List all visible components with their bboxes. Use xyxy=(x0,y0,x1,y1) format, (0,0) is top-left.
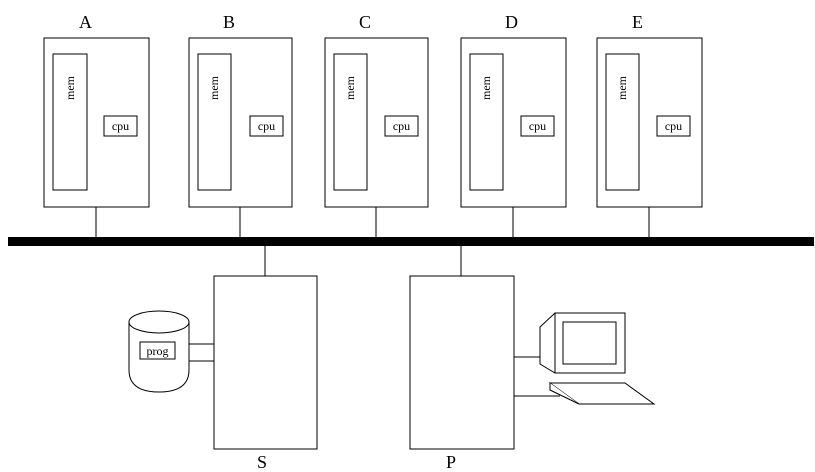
node-d-mem-box xyxy=(469,53,504,191)
node-e-cpu-label: cpu xyxy=(665,119,682,133)
node-c: C mem cpu xyxy=(324,12,429,237)
node-b-mem-box xyxy=(197,53,232,191)
node-a-cpu-box xyxy=(103,115,138,137)
node-e-mem-box xyxy=(605,53,640,191)
node-d-label: D xyxy=(505,12,518,32)
node-d-mem-label: mem xyxy=(479,75,493,100)
keyboard-icon xyxy=(548,382,656,405)
node-e-cpu-box xyxy=(656,115,691,137)
storage-label: prog xyxy=(147,344,169,358)
monitor-icon xyxy=(539,312,626,374)
node-e-label: E xyxy=(632,12,643,32)
node-a-label: A xyxy=(79,12,92,32)
node-a-mem-label: mem xyxy=(63,75,77,100)
server-box xyxy=(213,275,318,450)
node-c-mem-box xyxy=(333,53,368,191)
workstation-label: P xyxy=(446,452,456,472)
node-e: E mem cpu xyxy=(596,12,703,237)
database-icon: prog xyxy=(128,310,190,393)
node-b-cpu-label: cpu xyxy=(258,119,275,133)
node-c-mem-label: mem xyxy=(343,75,357,100)
storage-label-box xyxy=(139,341,176,360)
network-bus xyxy=(8,237,814,246)
node-a: A mem cpu xyxy=(43,12,150,237)
node-a-mem-box xyxy=(52,53,88,191)
node-d-cpu-label: cpu xyxy=(529,119,546,133)
node-d: D mem cpu xyxy=(460,12,567,237)
workstation-box xyxy=(409,275,515,450)
node-c-cpu-label: cpu xyxy=(393,119,410,133)
node-d-cpu-box xyxy=(520,115,555,137)
server: S prog xyxy=(128,246,318,472)
node-a-cpu-label: cpu xyxy=(112,119,129,133)
node-b-mem-label: mem xyxy=(207,75,221,100)
node-b-label: B xyxy=(223,12,235,32)
node-b-cpu-box xyxy=(249,115,284,137)
workstation: P xyxy=(409,246,656,472)
node-b: B mem cpu xyxy=(188,12,293,237)
node-e-mem-label: mem xyxy=(615,75,629,100)
server-label: S xyxy=(257,452,267,472)
node-c-cpu-box xyxy=(384,115,419,137)
node-c-label: C xyxy=(359,12,371,32)
